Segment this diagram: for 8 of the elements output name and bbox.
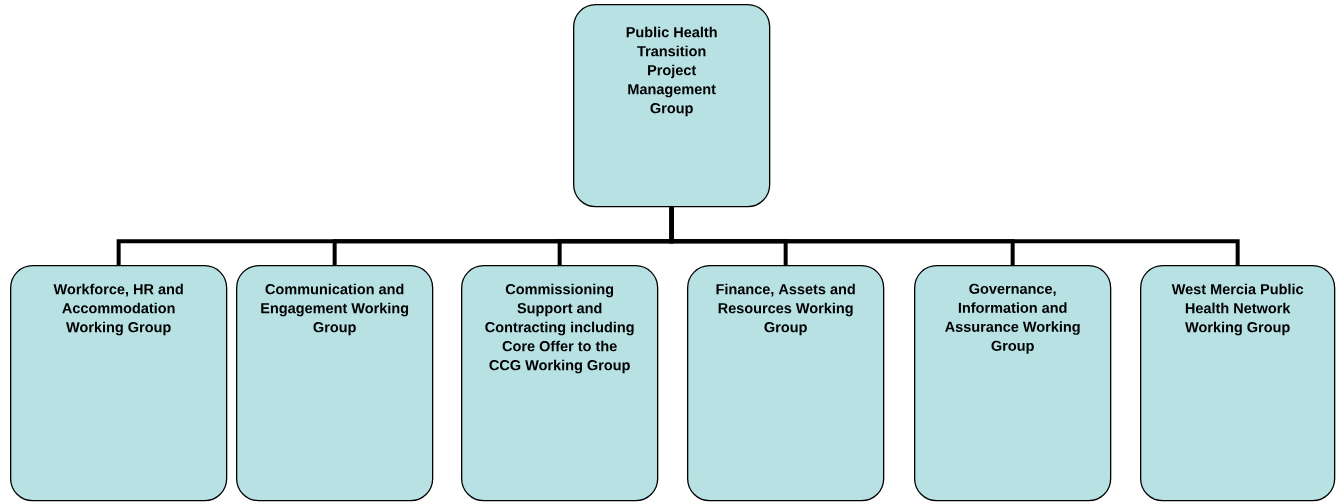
group-box: West Mercia Public Health Network Working Group <box>1140 265 1336 502</box>
connector-line <box>669 207 1240 265</box>
group-box: Commissioning Support and Contracting including Core Offer to the CCG Working Group <box>461 265 659 502</box>
group-box: Finance, Assets and Resources Working Group <box>687 265 885 502</box>
group-box: Public Health Transition Project Management Group <box>573 4 771 208</box>
group-box: Governance, Information and Assurance Working Group <box>914 265 1112 502</box>
group-box: Communication and Engagement Working Group <box>236 265 434 502</box>
group-box: Workforce, HR and Accommodation Working Group <box>10 265 228 502</box>
